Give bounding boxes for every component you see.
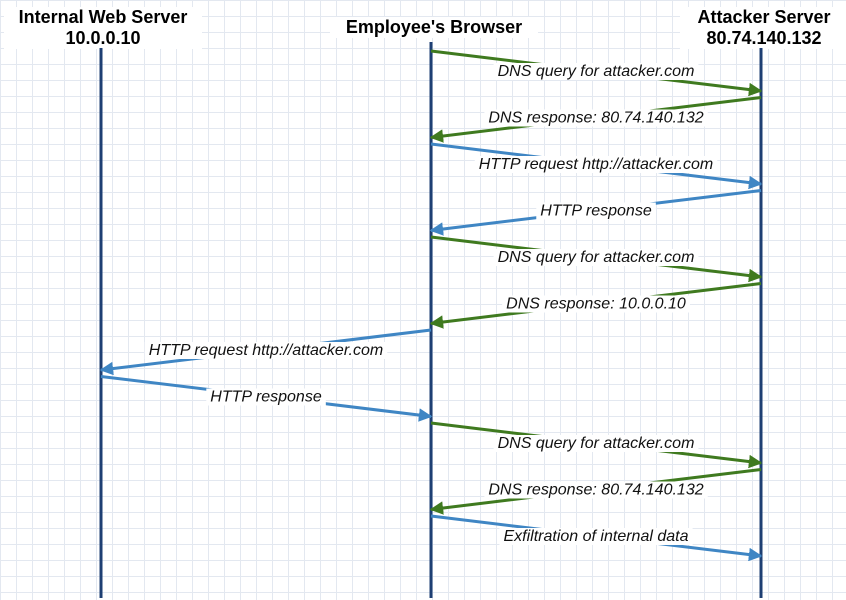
message-label: HTTP request http://attacker.com	[149, 342, 383, 359]
message-9: DNS query for attacker.com	[430, 421, 763, 469]
actor-ip: 80.74.140.132	[706, 28, 822, 48]
message-label: DNS response: 80.74.140.132	[488, 482, 703, 499]
message-7: HTTP request http://attacker.com	[99, 328, 432, 376]
message-label: HTTP request http://attacker.com	[479, 156, 713, 173]
message-label: HTTP response	[210, 389, 322, 406]
message-label: DNS query for attacker.com	[498, 63, 695, 80]
message-label: HTTP response	[540, 203, 652, 220]
message-label-background	[499, 528, 693, 545]
actor-name: Employee's Browser	[345, 17, 523, 37]
actor-attacker-server: Attacker Server 80.74.140.132	[680, 7, 846, 49]
message-6: DNS response: 10.0.0.10	[429, 282, 762, 329]
message-5: DNS query for attacker.com	[430, 235, 763, 283]
message-label-background	[502, 295, 690, 313]
message-label: DNS query for attacker.com	[498, 435, 695, 452]
message-label-background	[493, 249, 699, 266]
message-label-background	[536, 202, 656, 220]
message-label-background	[484, 481, 708, 499]
message-2: DNS response: 80.74.140.132	[429, 96, 762, 143]
message-11: Exfiltration of internal data	[430, 514, 763, 562]
actor-name: Attacker Server	[697, 7, 831, 27]
message-1: DNS query for attacker.com	[430, 49, 763, 97]
message-8: HTTP response	[100, 375, 433, 422]
message-label-background	[144, 342, 388, 359]
message-label-background	[484, 109, 708, 127]
message-label: DNS query for attacker.com	[498, 249, 695, 266]
message-label: DNS response: 80.74.140.132	[488, 110, 703, 127]
message-label: Exfiltration of internal data	[504, 528, 689, 545]
message-10: DNS response: 80.74.140.132	[429, 468, 762, 515]
message-label-background	[474, 156, 718, 173]
actor-employee-browser: Employee's Browser	[330, 17, 538, 38]
message-label-background	[493, 435, 699, 452]
actor-name: Internal Web Server	[18, 7, 188, 27]
actor-internal-web-server: Internal Web Server 10.0.0.10	[4, 7, 202, 49]
message-3: HTTP request http://attacker.com	[430, 142, 763, 190]
actor-ip: 10.0.0.10	[65, 28, 141, 48]
message-label: DNS response: 10.0.0.10	[506, 296, 686, 313]
message-label-background	[493, 63, 699, 80]
message-label-background	[206, 388, 326, 406]
message-4: HTTP response	[429, 189, 762, 236]
